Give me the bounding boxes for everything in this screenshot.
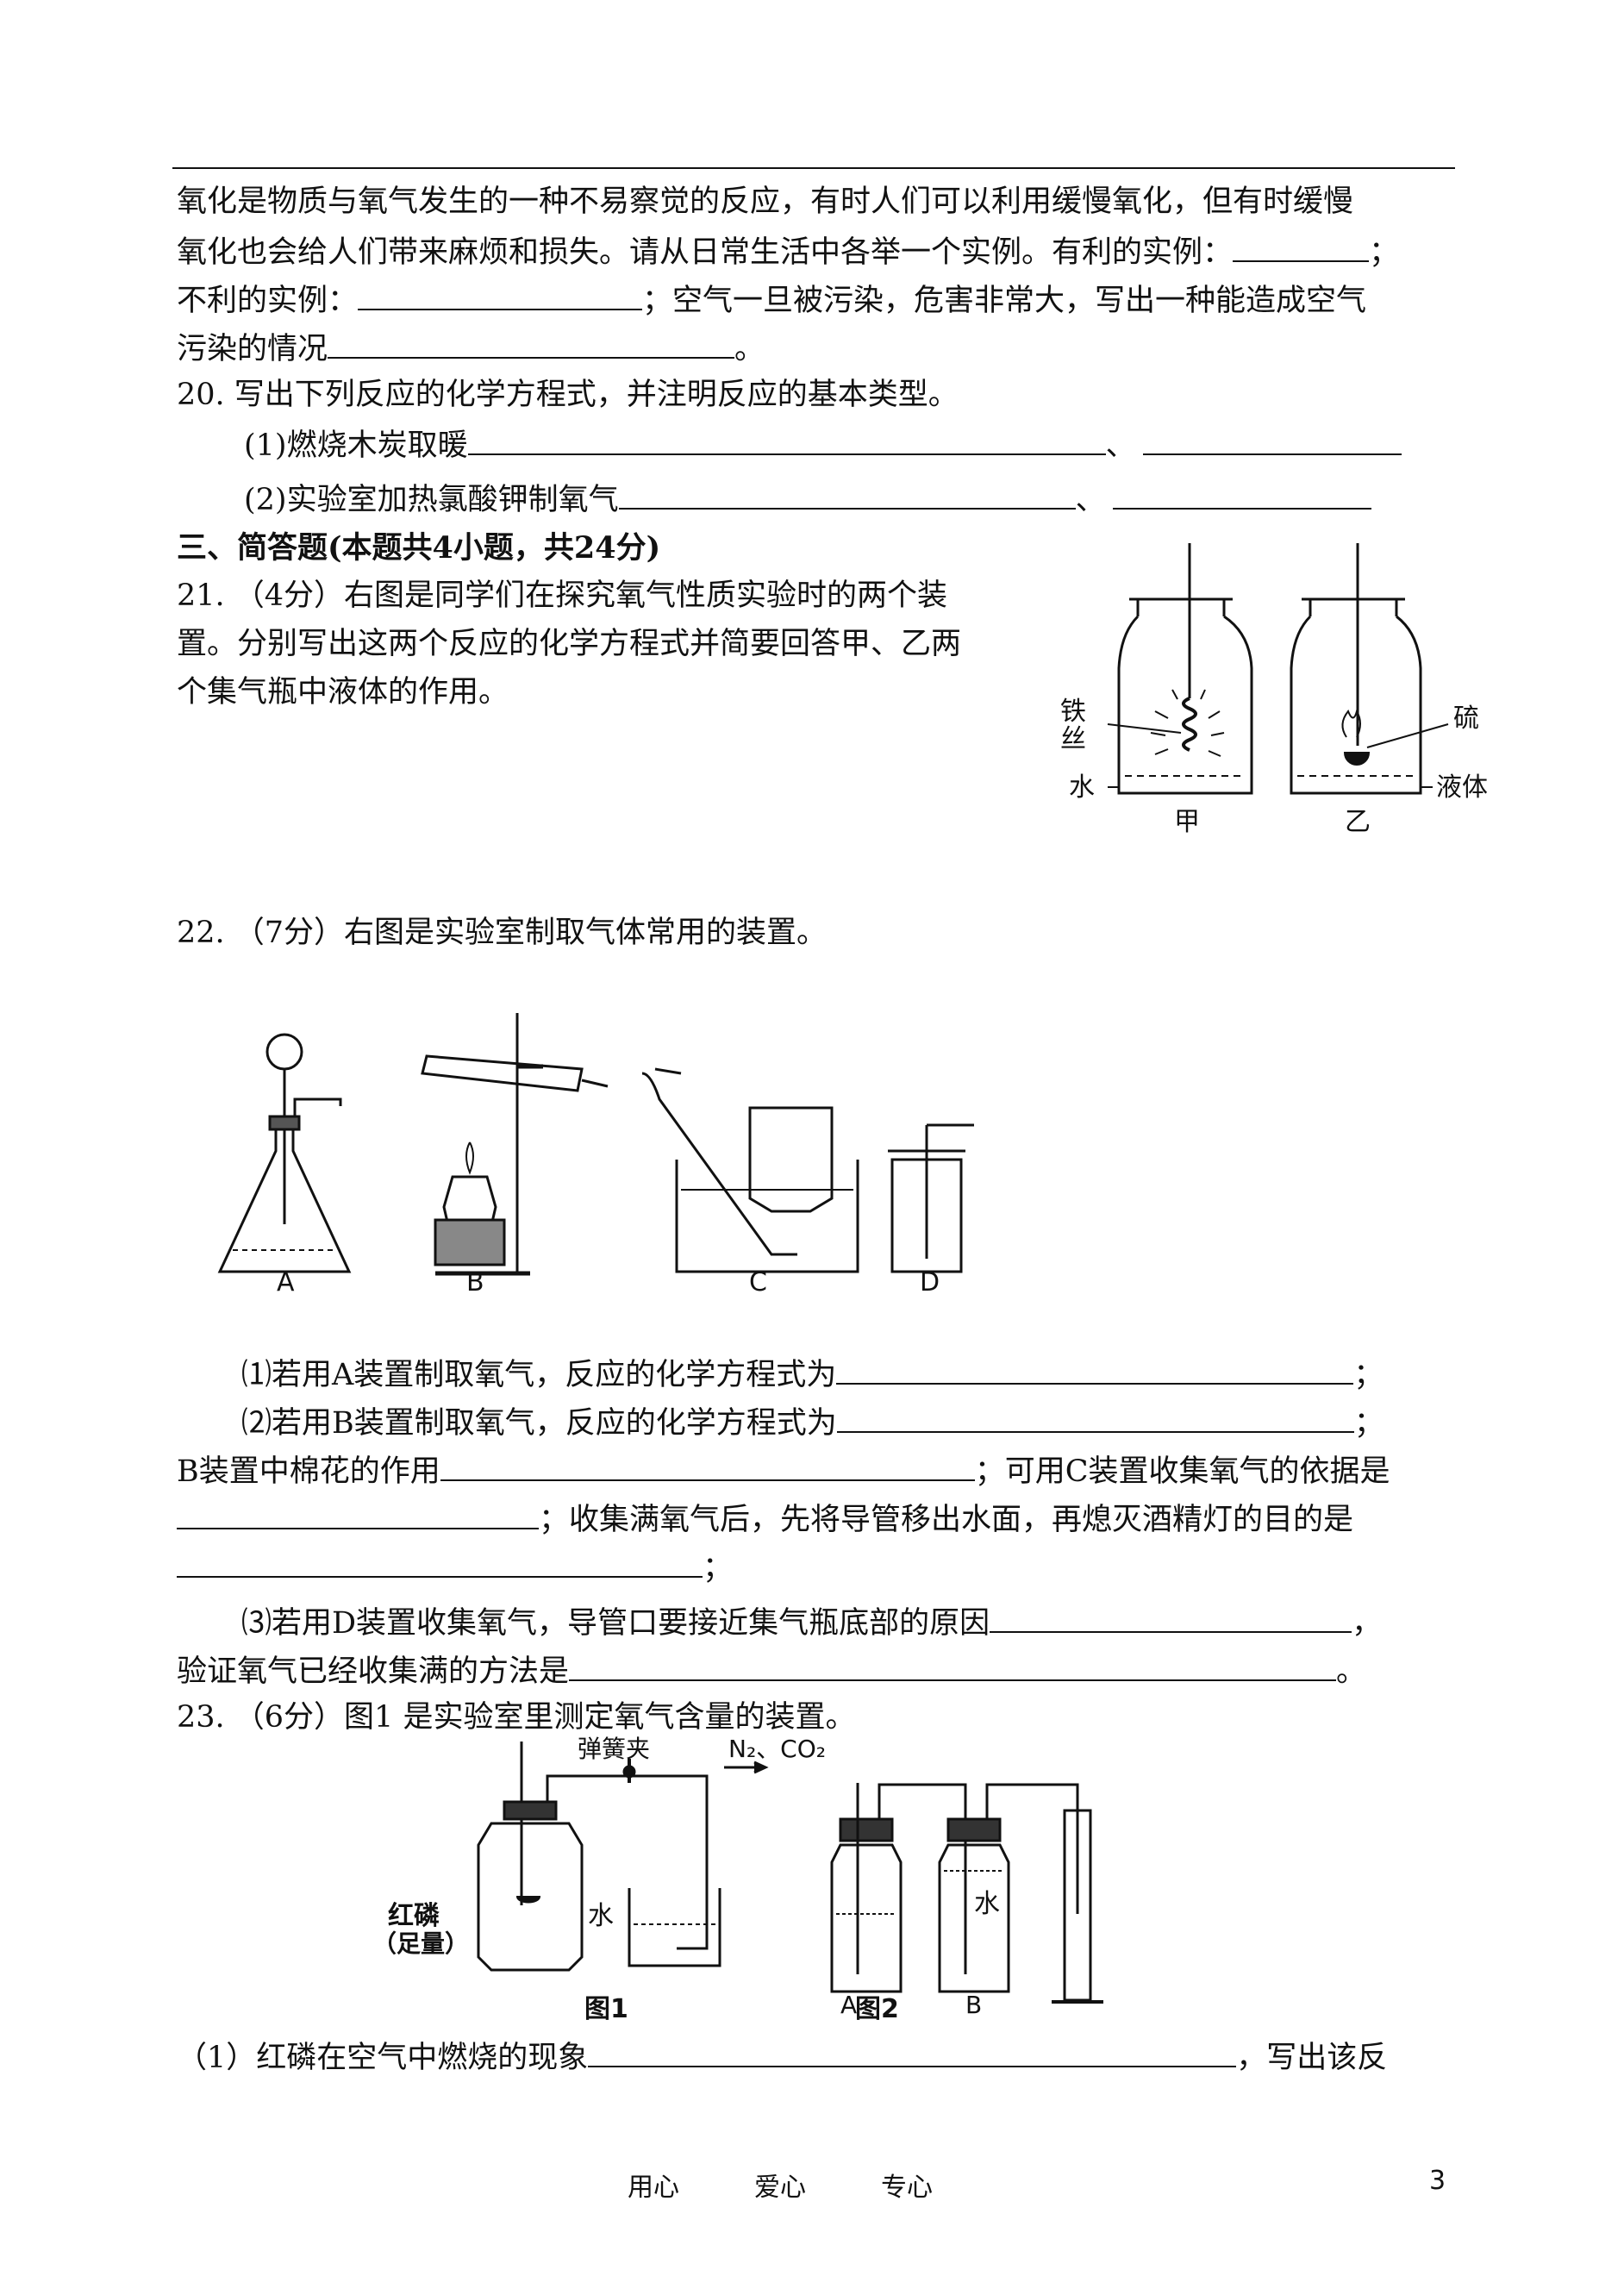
label-clamp: 弹簧夹: [578, 1735, 650, 1763]
q21-line-3: 个集气瓶中液体的作用。: [177, 675, 509, 710]
header-rule: [172, 167, 1455, 169]
q20-title: 20. 写出下列反应的化学方程式，并注明反应的基本类型。: [177, 378, 959, 412]
label-water: 水: [1069, 772, 1095, 803]
q22-apparatus-figure: A B C D: [217, 1013, 974, 1298]
q22-item-6: ⑶若用D装置收集氧气，导管口要接近集气瓶底部的原因，: [241, 1602, 1382, 1642]
label-C: C: [749, 1267, 767, 1298]
q21-line-1: 21. （4分）右图是同学们在探究氧气性质实验时的两个装: [177, 578, 948, 613]
label-fig1: 图1: [584, 1994, 628, 2024]
q21-figure: 铁 丝 硫 水 液体 甲 乙: [1060, 543, 1488, 837]
blank-beneficial-example[interactable]: [1233, 231, 1370, 262]
q20-item-2: (2)实验室加热氯酸钾制氧气、: [244, 478, 1371, 519]
footer-motto-2: 爱心: [754, 2173, 806, 2203]
label-fig2: 图2: [855, 1994, 899, 2024]
q19-line-4: 污染的情况。: [177, 328, 765, 368]
blank-cotton-role[interactable]: [440, 1450, 975, 1481]
blank-purpose[interactable]: [177, 1547, 703, 1578]
q23-figure: 弹簧夹 N₂、CO₂ 红磷 （足量） 水 水 图1 图2 A B: [372, 1735, 1103, 2024]
label-B: B: [466, 1267, 484, 1298]
q23-title: 23. （6分）图1 是实验室里测定氧气含量的装置。: [177, 1700, 856, 1735]
q20-item-1: (1)燃烧木炭取暖、: [244, 424, 1402, 465]
label-jia: 甲: [1174, 807, 1200, 837]
label-excess: （足量）: [372, 1929, 469, 1958]
section-3-title: 三、简答题(本题共4小题，共24分): [177, 530, 661, 566]
label-red-phosphorus: 红磷: [388, 1901, 440, 1931]
label-water-1: 水: [588, 1901, 614, 1931]
label-A: A: [277, 1267, 295, 1298]
q21-line-2: 置。分别写出这两个反应的化学方程式并简要回答甲、乙两: [177, 627, 962, 661]
q22-item-7: 验证氧气已经收集满的方法是。: [177, 1650, 1366, 1691]
blank-verify-method[interactable]: [569, 1650, 1337, 1681]
blank-q20-2-equation[interactable]: [618, 478, 1076, 510]
q22-item-5: ；: [177, 1547, 733, 1587]
blank-q20-1-equation[interactable]: [467, 424, 1106, 455]
blank-pollution-case[interactable]: [328, 328, 735, 359]
q22-item-4: ；收集满氧气后，先将导管移出水面，再熄灭酒精灯的目的是: [177, 1498, 1353, 1539]
label-yi: 乙: [1345, 807, 1371, 837]
label-iron-1: 铁: [1060, 697, 1086, 727]
page-number: 3: [1429, 2166, 1446, 2196]
blank-q23-phenomenon[interactable]: [588, 2036, 1237, 2067]
label-bottle-A: A: [840, 1991, 857, 2019]
q19-line-2: 氧化也会给人们带来麻烦和损失。请从日常生活中各举一个实例。有利的实例：；: [177, 231, 1399, 272]
blank-harmful-example[interactable]: [358, 279, 643, 310]
footer-motto-1: 用心: [628, 2173, 679, 2203]
label-sulfur: 硫: [1453, 704, 1479, 734]
label-gas: N₂、CO₂: [728, 1735, 826, 1763]
blank-q20-2-type[interactable]: [1112, 478, 1371, 510]
q22-item-3: B装置中棉花的作用；可用C装置收集氧气的依据是: [177, 1450, 1390, 1491]
blank-q22-1[interactable]: [836, 1354, 1354, 1385]
q23-item-1: （1）红磷在空气中燃烧的现象，写出该反: [177, 2036, 1387, 2077]
label-liquid: 液体: [1436, 772, 1488, 803]
blank-collect-basis[interactable]: [177, 1498, 539, 1529]
q22-item-2: ⑵若用B装置制取氧气，反应的化学方程式为；: [241, 1402, 1384, 1442]
q19-line-1: 氧化是物质与氧气发生的一种不易察觉的反应，有时人们可以利用缓慢氧化，但有时缓慢: [177, 184, 1354, 219]
blank-q22-2[interactable]: [836, 1402, 1354, 1433]
q19-line-3: 不利的实例：；空气一旦被污染，危害非常大，写出一种能造成空气: [177, 279, 1366, 320]
q22-title: 22. （7分）右图是实验室制取气体常用的装置。: [177, 916, 828, 950]
blank-q20-1-type[interactable]: [1142, 424, 1402, 455]
label-water-2: 水: [974, 1889, 1000, 1919]
label-iron-2: 丝: [1060, 724, 1086, 754]
blank-reason[interactable]: [990, 1602, 1352, 1633]
label-bottle-B: B: [965, 1991, 982, 2019]
q22-item-1: ⑴若用A装置制取氧气，反应的化学方程式为；: [241, 1354, 1384, 1394]
footer-motto-3: 专心: [881, 2173, 933, 2203]
label-D: D: [920, 1267, 940, 1298]
